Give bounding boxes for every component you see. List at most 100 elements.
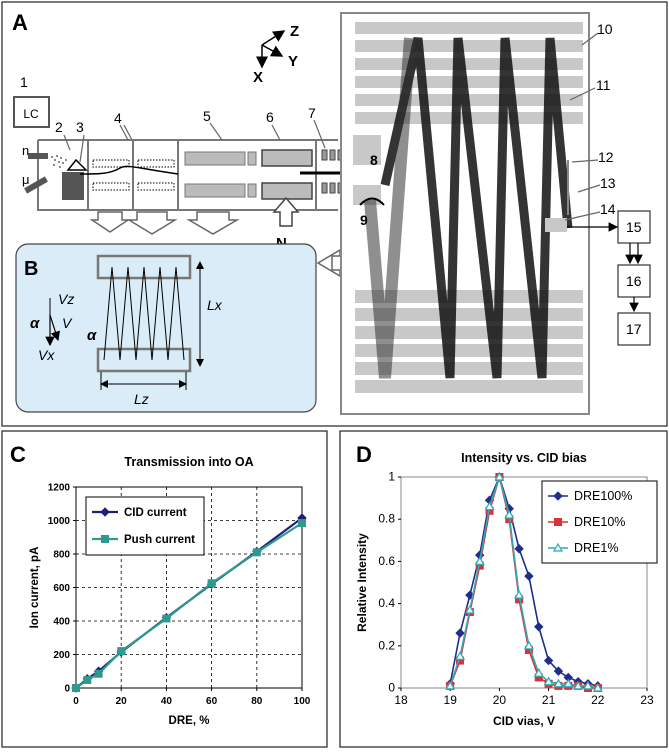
y-tick-label: 800 xyxy=(53,550,70,561)
panel-d-letter: D xyxy=(356,442,372,467)
spray-cloud xyxy=(51,155,67,168)
data-point-1 xyxy=(72,684,80,692)
lc-box xyxy=(13,96,50,128)
data-point-1 xyxy=(117,647,126,656)
nano-sprayer xyxy=(28,153,48,159)
vz-label: Vz xyxy=(58,291,74,307)
qpole-guide-6 xyxy=(261,149,313,200)
data-point-2 xyxy=(592,682,603,692)
number-11: 11 xyxy=(596,77,611,93)
v-label: V xyxy=(62,315,73,331)
data-point-2 xyxy=(445,680,456,690)
y-tick-label: 0.2 xyxy=(378,638,395,652)
number-1: 1 xyxy=(20,74,28,90)
qpole-guide-5 xyxy=(184,151,257,198)
inset-trajectory xyxy=(103,266,185,361)
panel-c-frame xyxy=(1,430,328,748)
data-point-2 xyxy=(553,678,564,688)
number-12: 12 xyxy=(598,149,614,165)
x-tick-label: 80 xyxy=(251,696,263,707)
alpha-label: α xyxy=(30,315,40,332)
panel-d: D Intensity vs. CID bias00.20.40.60.8118… xyxy=(339,430,668,748)
plot-area xyxy=(400,476,648,689)
y-axis-label: Ion current, pA xyxy=(29,547,41,629)
data-point-0 xyxy=(514,544,524,554)
data-point-1 xyxy=(83,675,92,684)
inlet-cone xyxy=(66,158,88,171)
y-tick-label: 0 xyxy=(64,684,70,695)
train-outline-bottom xyxy=(37,140,338,211)
legend-label-1: DRE10% xyxy=(574,515,625,529)
y-axis-label: Y xyxy=(288,53,298,70)
number-10: 10 xyxy=(597,21,613,37)
number-13: 13 xyxy=(600,175,616,191)
y-axis-label: Relative Intensity xyxy=(355,533,369,632)
inset-bottom-mirror xyxy=(96,347,192,373)
legend-box xyxy=(85,496,205,556)
pump-arrows xyxy=(89,211,240,235)
block-16 xyxy=(617,264,651,298)
series-line-2 xyxy=(449,474,598,689)
ion-trajectory xyxy=(380,37,573,379)
number-7: 7 xyxy=(308,105,316,121)
chart-title: Intensity vs. CID bias xyxy=(461,451,587,465)
x-tick-label: 0 xyxy=(73,696,79,707)
data-point-0 xyxy=(455,628,465,638)
legend-label-0: CID current xyxy=(124,507,187,519)
legend-marker-0 xyxy=(553,491,563,501)
inset-top-mirror xyxy=(96,254,192,280)
detector xyxy=(545,218,567,232)
data-point-2 xyxy=(533,668,544,677)
mu-label: μ xyxy=(22,172,30,187)
micro-sprayer xyxy=(24,176,48,194)
x-tick-label: 20 xyxy=(493,693,507,707)
data-point-2 xyxy=(523,640,534,650)
part-numbers: 1 2 3 4 5 6 7 8 9 10 11 12 13 14 15 16 1… xyxy=(20,21,642,337)
number-4: 4 xyxy=(114,110,122,126)
y-tick-label: 400 xyxy=(53,617,70,628)
data-point-2 xyxy=(582,680,593,690)
n-label: n xyxy=(22,143,29,158)
number-8: 8 xyxy=(370,152,378,168)
deflector xyxy=(359,197,385,206)
number-5: 5 xyxy=(203,108,211,124)
data-point-1 xyxy=(162,614,171,623)
data-point-0 xyxy=(553,666,564,676)
legend-marker-1 xyxy=(101,535,109,543)
y-tick-label: 0.8 xyxy=(378,512,395,526)
lz-label: Lz xyxy=(134,391,149,407)
data-point-1 xyxy=(298,519,306,528)
vx-label: Vx xyxy=(38,347,55,363)
data-point-1 xyxy=(94,669,103,678)
legend-marker-2 xyxy=(552,542,564,552)
data-point-2 xyxy=(494,471,505,481)
number-3: 3 xyxy=(76,119,84,135)
electronics xyxy=(617,210,651,346)
x-tick-label: 21 xyxy=(542,693,556,707)
alpha-label-2: α xyxy=(87,327,97,344)
number-15: 15 xyxy=(626,219,642,235)
data-point-2 xyxy=(563,678,574,688)
number-17: 17 xyxy=(626,321,642,337)
x-axis-label: X xyxy=(253,69,263,86)
bottom-mirror xyxy=(355,290,583,393)
panel-c: C Transmission into OA020040060080010001… xyxy=(1,430,328,748)
chart-title: Transmission into OA xyxy=(124,455,253,469)
chart-c: Transmission into OA02004006008001000120… xyxy=(29,455,311,727)
outlet-arrow xyxy=(316,248,341,278)
series-line-0 xyxy=(449,474,598,687)
legend-marker-0 xyxy=(100,507,110,517)
tof-chamber xyxy=(340,12,590,415)
axes-triad: Z Y X xyxy=(253,23,299,86)
number-9: 9 xyxy=(360,212,368,228)
n2-inlet-arrow xyxy=(272,196,300,227)
data-point-1 xyxy=(207,579,216,588)
x-tick-label: 60 xyxy=(206,696,218,707)
number-16: 16 xyxy=(626,273,642,289)
data-point-0 xyxy=(524,571,534,581)
y-tick-label: 200 xyxy=(53,650,70,661)
inset-b-frame xyxy=(15,243,317,413)
x-tick-label: 22 xyxy=(591,693,605,707)
inlet-block xyxy=(62,172,84,200)
